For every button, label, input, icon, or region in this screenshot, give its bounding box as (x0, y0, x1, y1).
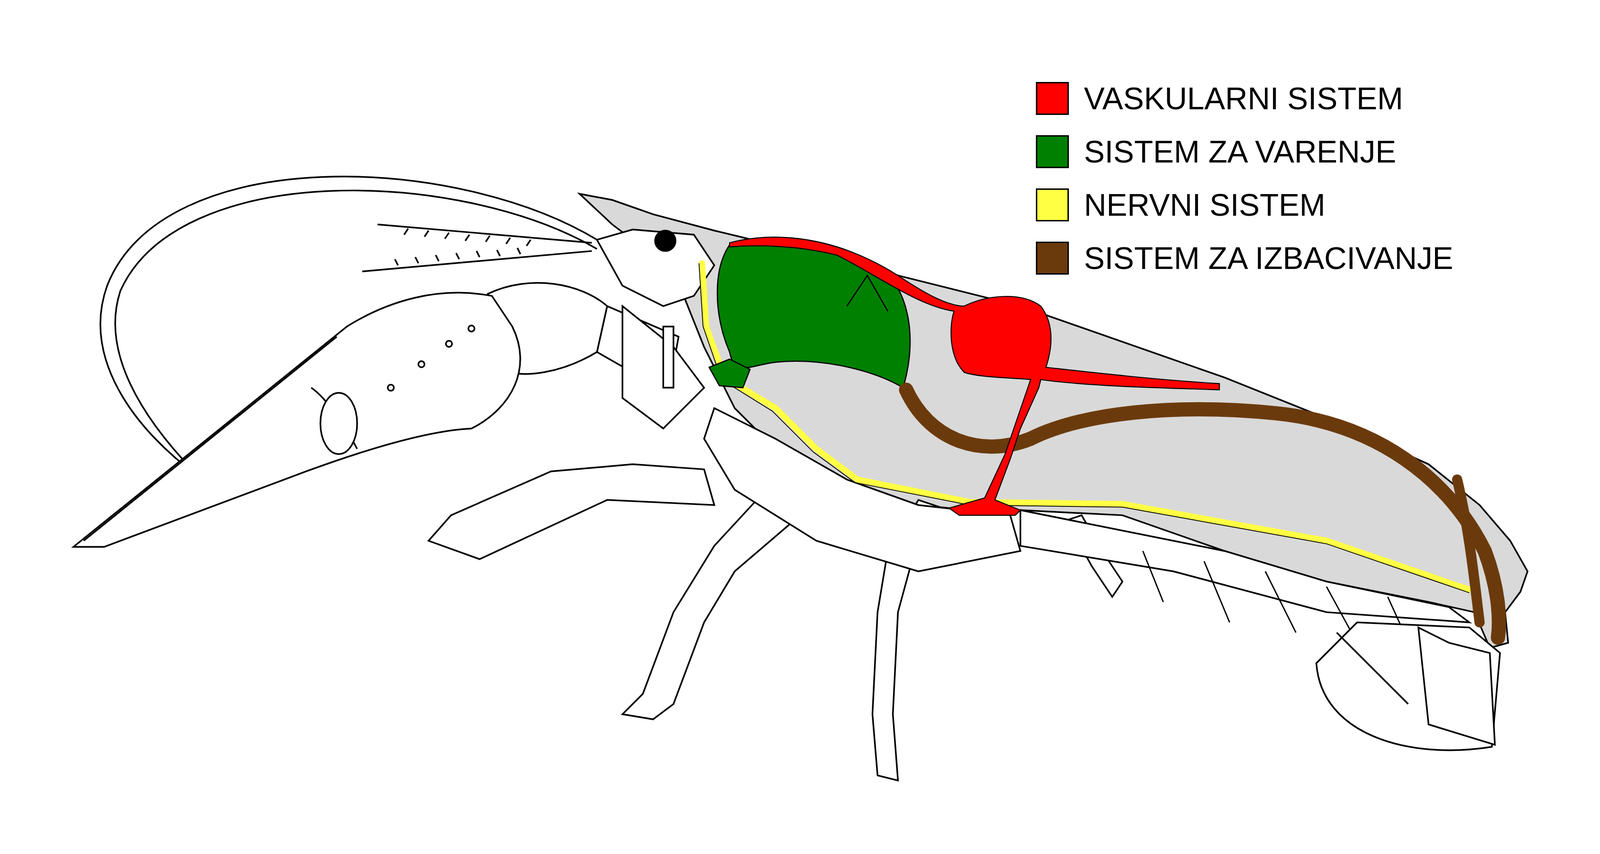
legend-swatch (1035, 135, 1069, 169)
head-part (655, 230, 676, 252)
head-part (663, 326, 674, 388)
claw-part (387, 385, 394, 392)
legend-label: SISTEM ZA VARENJE (1083, 134, 1397, 170)
excretory-system-part (1457, 479, 1480, 623)
digestive-system (709, 237, 911, 389)
legend-row: SISTEM ZA IZBACIVANJE (1035, 241, 1454, 276)
legend-swatch (1035, 188, 1069, 222)
claw-part (83, 336, 358, 542)
walking-legs (428, 408, 1469, 781)
legend-row: SISTEM ZA VARENJE (1035, 134, 1397, 170)
antenna-part (377, 224, 592, 244)
head-part (597, 229, 715, 306)
head (597, 229, 715, 429)
claw-part (320, 393, 358, 455)
claw-part (445, 340, 452, 347)
legend-row: NERVNI SISTEM (1035, 188, 1326, 223)
legend-swatch (1035, 241, 1069, 275)
claw-part (418, 361, 425, 368)
tail-fan-part (1316, 622, 1501, 751)
legend-row: VASKULARNI SISTEM (1035, 81, 1404, 116)
head-part (622, 306, 705, 429)
tail-fan-part (1418, 627, 1495, 746)
digestive-system-part (709, 359, 751, 388)
claw-part (73, 292, 521, 548)
legend-label: VASKULARNI SISTEM (1083, 81, 1404, 116)
vascular-system-part (729, 237, 1220, 516)
digestive-system-part (846, 275, 888, 312)
walking-legs-part (428, 464, 714, 560)
digestive-system-part (717, 237, 911, 389)
antenna-part (394, 247, 521, 266)
walking-legs-part (704, 408, 1021, 572)
antenna-part (403, 228, 531, 247)
legend-label: SISTEM ZA IZBACIVANJE (1083, 241, 1454, 276)
legend-swatch (1035, 82, 1069, 115)
legend-label: NERVNI SISTEM (1083, 188, 1326, 223)
claw-part (468, 325, 475, 332)
tail-fan-part (1336, 632, 1409, 705)
tail-fan (1316, 622, 1501, 751)
vascular-system (729, 237, 1220, 516)
